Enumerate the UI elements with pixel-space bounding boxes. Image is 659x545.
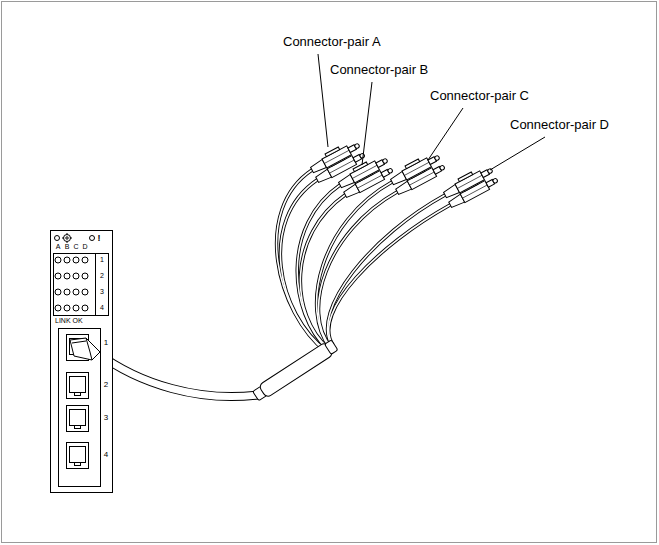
connector-pair (388, 150, 446, 196)
row-number: 4 (100, 304, 104, 312)
port-number: 1 (104, 338, 108, 347)
connector-pair (336, 153, 394, 199)
trunk-cable (96, 352, 258, 397)
row-number: 3 (100, 288, 104, 296)
column-letter: D (82, 243, 87, 251)
callout-label: Connector-pair D (510, 118, 609, 133)
port-number: 2 (104, 380, 108, 389)
port-number: 4 (104, 450, 108, 459)
port-number: 3 (104, 413, 108, 422)
row-number: 2 (100, 272, 104, 280)
callout-label: Connector-pair C (430, 89, 529, 104)
column-letter: A (56, 243, 61, 251)
callout-label: Connector-pair A (283, 35, 381, 50)
callout-label: Connector-pair B (330, 63, 428, 78)
column-letter: C (73, 243, 78, 251)
module-panel (51, 231, 113, 493)
fibre-fanout (277, 170, 450, 352)
leader-lines (318, 54, 545, 170)
column-letter: B (65, 243, 70, 251)
row-number: 1 (100, 256, 104, 264)
panel-label: LINK OK (55, 317, 83, 325)
breakout-sleeve (252, 339, 339, 403)
led-grid (55, 257, 88, 311)
port-plug (70, 338, 100, 360)
alert-symbol: ! (98, 233, 101, 243)
